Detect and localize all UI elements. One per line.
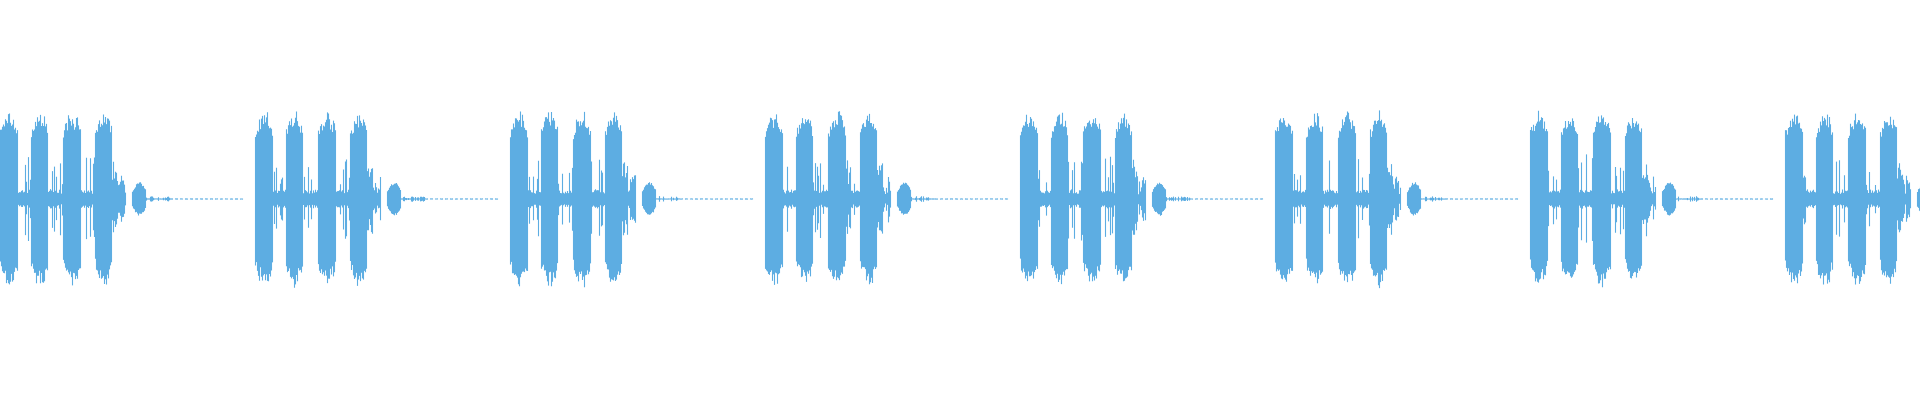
waveform-repeat <box>1784 113 1920 285</box>
waveform-repeat <box>764 111 1009 285</box>
waveform-repeat <box>1019 112 1264 285</box>
waveform-repeat <box>0 113 244 286</box>
waveform-path <box>0 113 244 286</box>
waveform-repeat <box>509 111 754 288</box>
waveform-path <box>1784 113 1920 285</box>
waveform-path <box>764 111 1009 285</box>
waveform-path <box>1274 110 1519 289</box>
waveform-path <box>509 111 754 288</box>
waveform-repeat <box>254 111 499 288</box>
waveform-repeat <box>1529 110 1774 288</box>
waveform-path <box>254 111 499 288</box>
waveform-path <box>1019 112 1264 285</box>
waveform-repeat <box>1274 110 1519 289</box>
waveform-path <box>1529 110 1774 288</box>
